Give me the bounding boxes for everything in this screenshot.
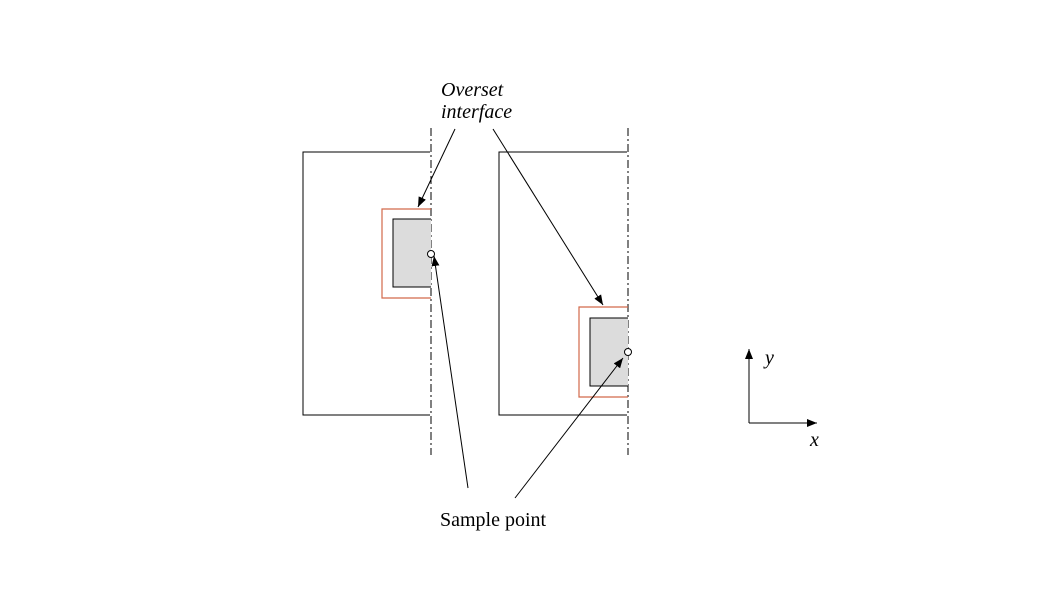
annotation-arrows [417,128,624,499]
left-sample-point [427,250,435,258]
left-panel [302,128,435,455]
right-panel [498,128,632,455]
overset-label-line1: Overset [441,79,504,101]
coordinate-axes: y x [745,347,819,451]
overset-arrow-left [417,128,456,208]
left-overset-box [381,208,431,299]
overset-arrow-right [492,128,604,306]
left-domain-outline [302,151,430,416]
right-overset-box [578,306,628,398]
left-body [392,218,431,288]
right-body [589,317,628,387]
sample-arrow-left [431,255,469,489]
sample-arrow-right [514,357,624,499]
sample-point-label: Sample point [440,509,547,531]
x-axis-label: x [809,429,819,451]
right-sample-point [624,348,632,356]
y-axis-label: y [763,347,774,369]
overset-label-line2: interface [441,101,512,123]
right-domain-outline [498,151,627,416]
